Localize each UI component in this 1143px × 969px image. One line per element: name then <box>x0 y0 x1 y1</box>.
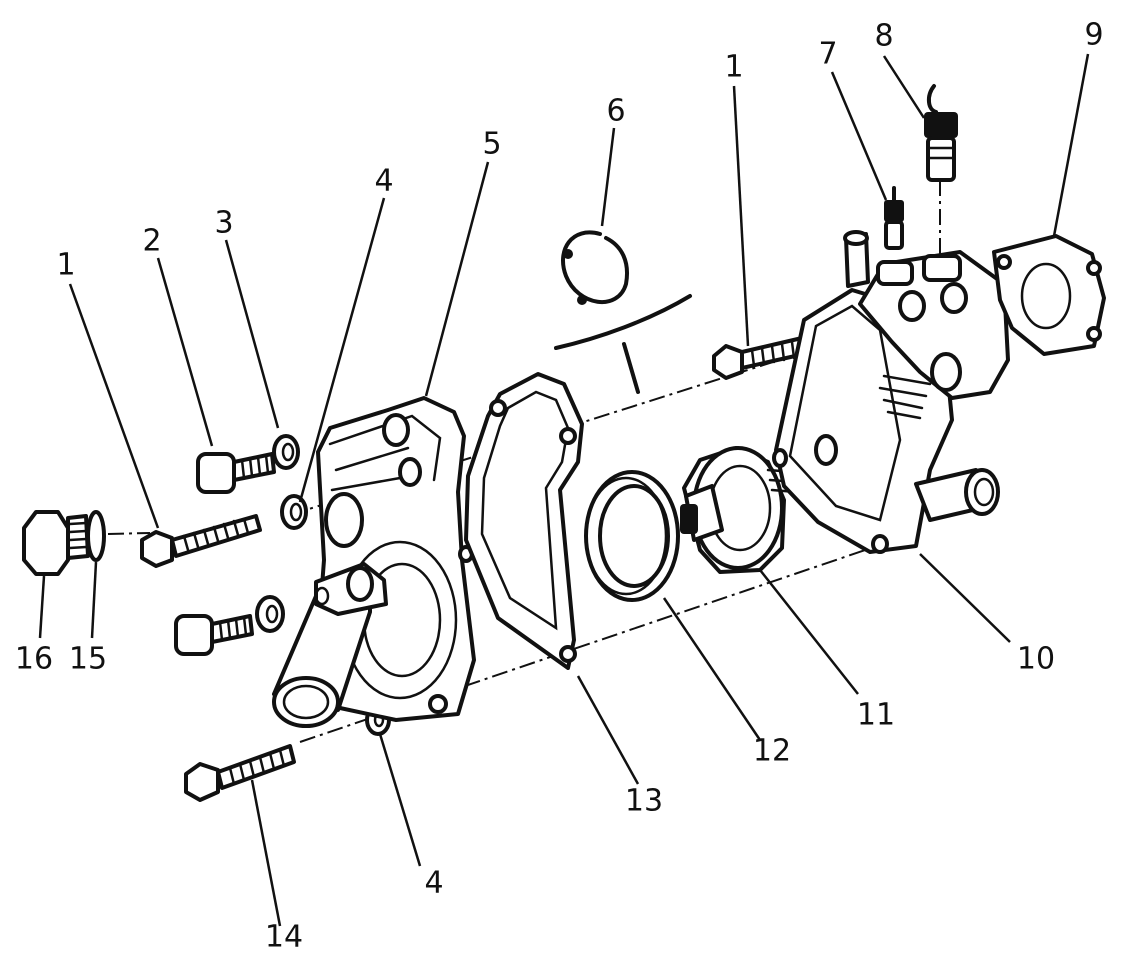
circlip-part <box>554 230 692 394</box>
gasket-part <box>464 372 584 670</box>
callout-label: 4 <box>374 164 393 199</box>
callout-label: 3 <box>214 206 233 241</box>
cap-screw-upper <box>196 452 276 494</box>
callout-label: 12 <box>753 734 791 769</box>
thermostat-gasket-part <box>992 234 1106 356</box>
impeller-part <box>680 446 798 574</box>
callout-label: 11 <box>857 698 895 733</box>
callout-label: 2 <box>142 224 161 259</box>
callout-label: 7 <box>818 37 837 72</box>
callout-label: 8 <box>874 19 893 54</box>
seal-ring-part <box>584 470 680 602</box>
callout-label: 1 <box>724 50 743 85</box>
pump-cover-part <box>272 396 476 728</box>
small-sensor-part <box>884 186 904 250</box>
callout-label: 14 <box>265 920 303 955</box>
callout-label: 15 <box>69 642 107 677</box>
callout-label: 5 <box>482 127 501 162</box>
callout-label: 10 <box>1017 642 1055 677</box>
callout-label: 1 <box>56 248 75 283</box>
bolt-long-right <box>712 336 806 380</box>
callout-label: 9 <box>1084 18 1103 53</box>
callout-label: 4 <box>424 866 443 901</box>
temperature-sender-part <box>924 84 958 182</box>
callout-label: 13 <box>625 784 663 819</box>
bolt-long-bottom <box>184 744 296 802</box>
bolt-long-left <box>140 514 262 568</box>
cap-screw-lower <box>174 614 254 656</box>
drain-plug-part <box>22 510 90 576</box>
sealing-ring-part <box>86 510 106 562</box>
pump-body-part <box>772 230 1010 554</box>
callout-label: 16 <box>15 642 53 677</box>
callout-label: 6 <box>606 94 625 129</box>
leader-lines <box>38 53 1090 927</box>
callout-labels: 1 2 3 4 5 6 1 7 8 9 10 11 12 13 4 14 15 … <box>15 18 1104 955</box>
